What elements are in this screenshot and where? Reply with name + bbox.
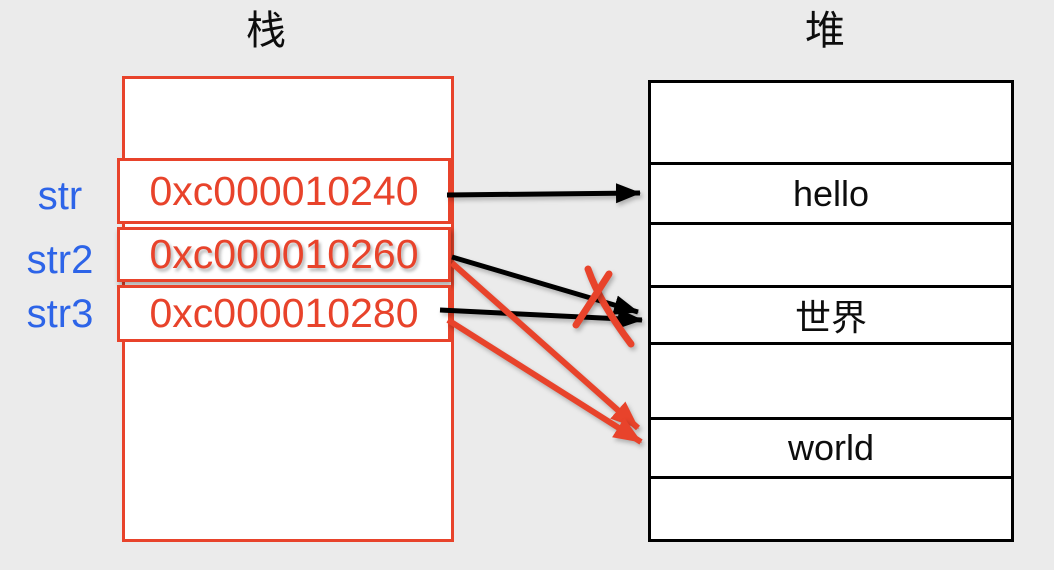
heap-cell-empty-top [651, 83, 1011, 165]
heap-cell-shijie: 世界 [651, 288, 1011, 345]
var-label-str2: str2 [26, 238, 94, 282]
heap-cell-empty-4 [651, 345, 1011, 420]
arrow-str3-to-world [446, 317, 643, 445]
heap-box: hello 世界 world [648, 80, 1014, 542]
var-label-str: str [37, 174, 83, 218]
arrow-str2-to-shijie-crossed [451, 254, 639, 315]
heap-cell-hello: hello [651, 165, 1011, 225]
stack-title: 栈 [246, 9, 286, 53]
red-x-mark [572, 265, 635, 348]
heap-cell-empty-2 [651, 225, 1011, 288]
stack-slot-str: 0xc000010240 [117, 158, 451, 224]
address-value-str3: 0xc000010280 [149, 290, 419, 336]
address-value-str2: 0xc000010260 [149, 231, 419, 277]
stack-slot-str3: 0xc000010280 [117, 285, 451, 342]
stack-slot-str2: 0xc000010260 [117, 227, 451, 282]
arrow-str2-to-world [450, 260, 640, 431]
arrow-str3-to-shijie-crossed [439, 307, 643, 329]
heap-title: 堆 [805, 9, 845, 53]
heap-cell-empty-bottom [651, 479, 1011, 539]
heap-cell-world: world [651, 420, 1011, 479]
arrow-str-to-hello [446, 183, 641, 204]
var-label-str3: str3 [26, 292, 94, 336]
address-value-str: 0xc000010240 [149, 167, 419, 214]
